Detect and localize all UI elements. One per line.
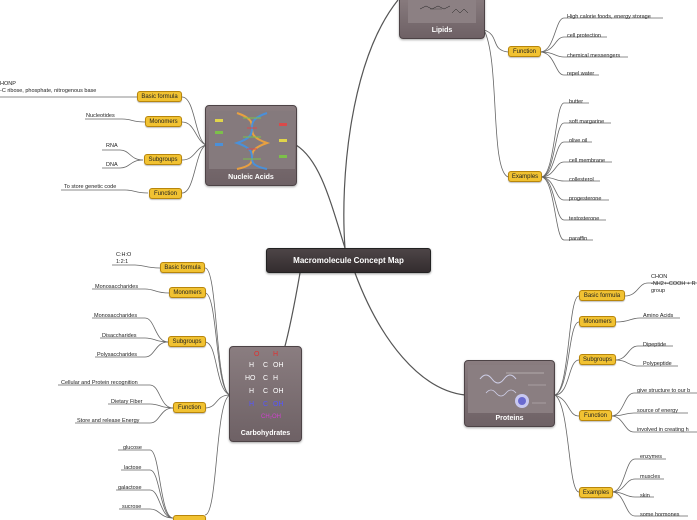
formula-line: -NH2+-COOH + R xyxy=(651,281,696,287)
nucleic-monomers-node[interactable]: Monomers xyxy=(145,116,182,127)
carb-monomers-node[interactable]: Monomers xyxy=(169,287,206,298)
lipids-examples-node[interactable]: Examples xyxy=(508,171,542,182)
nucleic-subgroups-node[interactable]: Subgroups xyxy=(144,154,182,165)
proteins-card[interactable]: Proteins xyxy=(464,360,555,427)
list-item: source of energy xyxy=(637,408,678,414)
protein-examples-node[interactable]: Examples xyxy=(579,487,613,498)
list-item: Amino Acids xyxy=(643,313,674,319)
list-item: RNA xyxy=(106,143,118,149)
list-item: muscles xyxy=(640,474,661,480)
formula-line: CHON xyxy=(651,274,668,280)
list-item: progesterone xyxy=(569,196,602,202)
list-item: lactose xyxy=(124,465,142,471)
list-item: Store and release Energy xyxy=(77,418,140,424)
list-item: Polypeptide xyxy=(643,361,672,367)
list-item: Disaccharides xyxy=(102,333,137,339)
carb-basic-formula-node[interactable]: Basic formula xyxy=(160,262,205,273)
list-item: Dipeptide xyxy=(643,342,667,348)
list-item: give structure to our b xyxy=(637,388,691,394)
list-item: galactose xyxy=(118,485,142,491)
list-item: Polysaccharides xyxy=(97,352,138,358)
list-item: butter xyxy=(569,99,584,105)
nucleic-function-node[interactable]: Function xyxy=(149,188,182,199)
list-item: Monosaccharides xyxy=(95,284,139,290)
protein-structure-image xyxy=(468,365,553,413)
list-item: Monosaccharides xyxy=(94,313,138,319)
root-topic[interactable]: Macromolecule Concept Map xyxy=(266,248,431,273)
list-item: To store genetic code xyxy=(64,184,117,190)
list-item: involved in creating h xyxy=(637,427,689,433)
formula-line: C:H:O xyxy=(116,252,132,258)
lipid-structure-image xyxy=(408,0,476,23)
list-item: DNA xyxy=(106,162,118,168)
lipids-function-node[interactable]: Function xyxy=(508,46,541,57)
list-item: sucrose xyxy=(122,504,142,510)
list-item: testosterone xyxy=(569,216,600,222)
nucleic-acids-card[interactable]: Nucleic Acids xyxy=(205,105,297,186)
protein-subgroups-node[interactable]: Subgroups xyxy=(579,354,616,365)
dna-helix-image xyxy=(209,111,295,170)
list-item: High calorie foods, energy storage xyxy=(567,14,651,20)
proteins-title: Proteins xyxy=(495,415,524,422)
nucleic-acids-title: Nucleic Acids xyxy=(228,174,274,181)
list-item: Dietary Fiber xyxy=(111,399,143,405)
list-item: Nucleotides xyxy=(86,113,115,119)
list-item: cell protection xyxy=(567,33,601,39)
formula-line: -C ribose, phosphate, nitrogenous base xyxy=(0,88,97,94)
formula-line: 1:2:1 xyxy=(116,259,129,265)
nucleic-basic-formula-node[interactable]: Basic formula xyxy=(137,91,182,102)
carb-subgroups-node[interactable]: Subgroups xyxy=(168,336,206,347)
lipids-card[interactable]: Lipids xyxy=(399,0,485,39)
list-item: glucose xyxy=(123,445,142,451)
carbohydrates-title: Carbohydrates xyxy=(240,430,291,437)
protein-monomers-node[interactable]: Monomers xyxy=(579,316,616,327)
list-item: enzymes xyxy=(640,454,663,460)
formula-line: group xyxy=(651,288,666,294)
carbohydrates-card[interactable]: O H C H OH HO C H H C OH H C OH CH₂OH Ca… xyxy=(229,346,302,442)
protein-function-node[interactable]: Function xyxy=(579,410,612,421)
list-item: olive oil xyxy=(569,138,588,144)
list-item: cell membrane xyxy=(569,158,606,164)
carb-examples-node[interactable] xyxy=(173,515,206,520)
list-item: skin xyxy=(640,493,650,499)
list-item: repel water xyxy=(567,71,595,77)
carb-function-node[interactable]: Function xyxy=(173,402,206,413)
list-item: soft margarine xyxy=(569,119,605,125)
glucose-structure: O H C H OH HO C H H C OH H C OH CH₂OH xyxy=(245,351,284,420)
list-item: collesterol xyxy=(569,177,594,183)
lipids-title: Lipids xyxy=(431,27,453,34)
protein-basic-formula-node[interactable]: Basic formula xyxy=(579,290,625,301)
list-item: chemical messengers xyxy=(567,53,621,59)
list-item: paraffin xyxy=(569,236,588,242)
formula-line: HONP xyxy=(0,81,16,87)
list-item: some hormones xyxy=(640,512,680,518)
list-item: Cellular and Protein recognition xyxy=(61,380,138,386)
